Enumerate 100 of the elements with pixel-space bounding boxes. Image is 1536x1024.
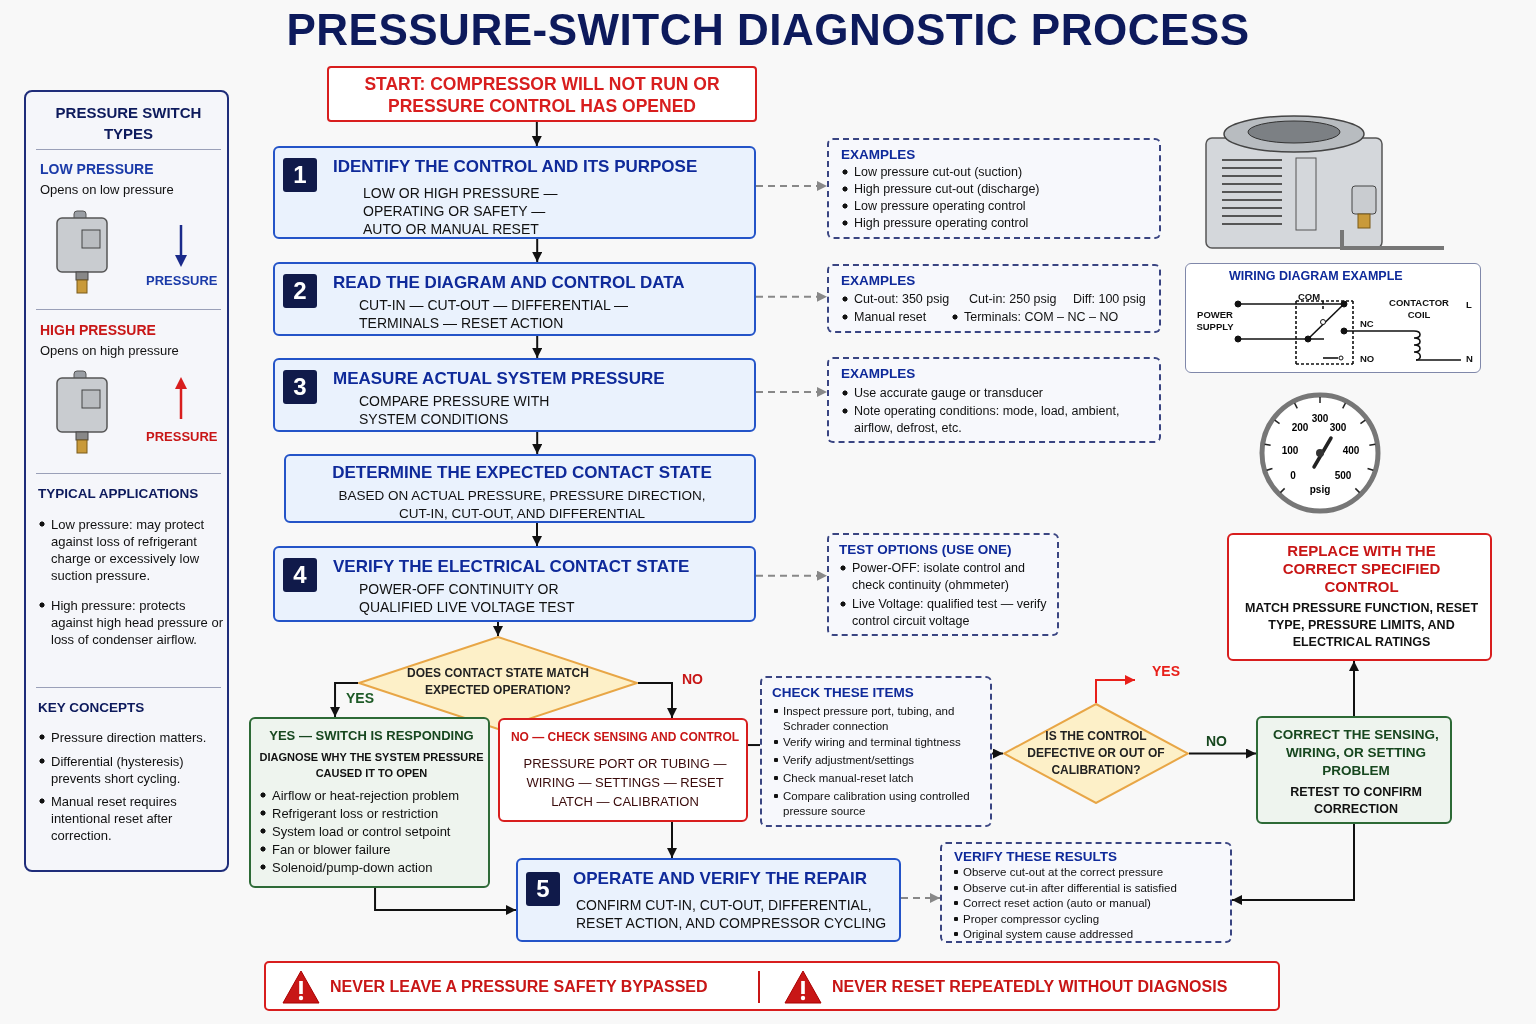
note-heading: TEST OPTIONS (USE ONE) <box>839 541 1013 558</box>
gauge-scale-label: 500 <box>1334 470 1352 481</box>
decision-question: IS THE CONTROL DEFECTIVE OR OUT OF CALIBRATION? <box>1026 728 1166 779</box>
process-box <box>273 262 756 336</box>
note-heading: EXAMPLES <box>841 146 917 163</box>
step-heading: OPERATE AND VERIFY THE REPAIR <box>573 868 869 890</box>
step-number-badge: 1 <box>283 158 317 192</box>
edge-label: YES <box>1150 663 1182 679</box>
wiring-diagram-title: WIRING DIAGRAM EXAMPLE <box>1229 269 1404 284</box>
note-box <box>940 842 1232 943</box>
result-box <box>249 717 490 888</box>
step-description: LOW OR HIGH PRESSURE — OPERATING OR SAFETY — AUTO OR MANUAL RESET <box>363 184 559 238</box>
arrow <box>493 621 503 637</box>
warning-banner <box>264 961 1280 1011</box>
terminal-label: NO <box>1360 353 1376 364</box>
step-heading: DETERMINE THE EXPECTED CONTACT STATE <box>331 462 713 484</box>
step-description: POWER-OFF CONTINUITY OR QUALIFIED LIVE VOLTAGE TEST <box>359 580 576 616</box>
gauge-scale-label: 300 <box>1329 422 1347 433</box>
edge-label: YES <box>344 690 376 706</box>
arrow <box>532 522 542 547</box>
step-heading: IDENTIFY THE CONTROL AND ITS PURPOSE <box>333 156 699 178</box>
section-heading: LOW PRESSURE <box>40 160 155 178</box>
box-heading: YES — SWITCH IS RESPONDING <box>268 727 475 745</box>
terminal-label: COM <box>1298 291 1322 302</box>
arrow <box>532 238 543 263</box>
gauge-scale-label: 200 <box>1291 422 1309 433</box>
note-box <box>827 138 1161 239</box>
box-text: RETEST TO CONFIRM CORRECTION <box>1289 784 1423 818</box>
box-heading: CORRECT THE SENSING, WIRING, OR SETTING PROBLEM <box>1272 726 1440 780</box>
arrow <box>374 887 517 916</box>
gauge-scale-label: 0 <box>1290 470 1296 481</box>
arrow <box>667 821 677 859</box>
note-box <box>760 676 992 827</box>
gauge-scale-label: 100 <box>1281 445 1299 456</box>
arrow <box>330 682 359 718</box>
section-heading: KEY CONCEPTS <box>38 699 146 717</box>
edge-label: NO <box>1204 733 1229 749</box>
section-heading: TYPICAL APPLICATIONS <box>38 485 200 503</box>
terminal-label: L <box>1466 299 1473 310</box>
terminal-label: NC <box>1360 318 1375 329</box>
step-description: CONFIRM CUT-IN, CUT-OUT, DIFFERENTIAL, RESET ACTION, AND COMPRESSOR CYCLING <box>576 896 888 932</box>
process-box <box>516 858 901 942</box>
start-text: START: COMPRESSOR WILL NOT RUN OR PRESSURE CONTROL HAS OPENED <box>363 73 721 117</box>
terminal-label: POWER SUPPLY <box>1195 309 1235 333</box>
step-number-badge: 3 <box>283 370 317 404</box>
arrow <box>1231 823 1355 905</box>
box-heading: NO — CHECK SENSING AND CONTROL <box>509 729 741 746</box>
description-text: Opens on low pressure <box>40 181 175 199</box>
diagram-title: PRESSURE-SWITCH DIAGNOSTIC PROCESS <box>285 4 1251 56</box>
arrow <box>531 121 542 147</box>
decision-diamond <box>1003 703 1189 804</box>
step-description: CUT-IN — CUT-OUT — DIFFERENTIAL — TERMINALS — RESET ACTION <box>359 296 630 332</box>
panel-heading: PRESSURE SWITCH TYPES <box>54 103 203 144</box>
step-number-badge: 5 <box>526 872 560 906</box>
warning-text: NEVER RESET REPEATEDLY WITHOUT DIAGNOSIS <box>832 977 1229 997</box>
step-heading: MEASURE ACTUAL SYSTEM PRESSURE <box>333 368 666 390</box>
box-heading: REPLACE WITH THE CORRECT SPECIFIED CONTROL <box>1281 542 1442 596</box>
step-number-badge: 2 <box>283 274 317 308</box>
note-box <box>827 533 1059 636</box>
arrow <box>1188 748 1257 759</box>
note-heading: EXAMPLES <box>841 365 917 382</box>
note-heading: CHECK THESE ITEMS <box>772 684 915 701</box>
dashed-arrow <box>900 893 941 903</box>
arrow <box>532 431 543 455</box>
note-heading: VERIFY THESE RESULTS <box>954 848 1119 865</box>
step-heading: READ THE DIAGRAM AND CONTROL DATA <box>333 272 686 294</box>
section-heading: HIGH PRESSURE <box>40 321 157 339</box>
connector-line <box>747 744 761 747</box>
pressure-label: PRESSURE <box>146 429 219 445</box>
dashed-arrow <box>755 181 828 191</box>
process-box <box>284 454 756 523</box>
note-box <box>827 357 1161 443</box>
note-heading: EXAMPLES <box>841 272 917 289</box>
pressure-label: PRESSURE <box>146 273 219 289</box>
arrow <box>532 335 543 359</box>
description-text: Opens on high pressure <box>40 342 180 360</box>
terminal-label: CONTACTOR COIL <box>1388 297 1450 321</box>
result-box <box>498 718 748 822</box>
action-box <box>1227 533 1492 661</box>
step-description: COMPARE PRESSURE WITH SYSTEM CONDITIONS <box>359 392 551 428</box>
info-panel <box>24 90 229 872</box>
start-box <box>327 66 757 122</box>
action-box <box>1256 716 1452 824</box>
box-text: MATCH PRESSURE FUNCTION, RESET TYPE, PRESSURE LIMITS, AND ELECTRICAL RATINGS <box>1243 600 1480 651</box>
dashed-arrow <box>755 387 828 398</box>
note-box <box>827 264 1161 333</box>
process-box <box>273 358 756 432</box>
dashed-arrow <box>755 291 828 302</box>
box-text: BASED ON ACTUAL PRESSURE, PRESSURE DIRECTION, CUT-IN, CUT-OUT, AND DIFFERENTIAL <box>337 487 707 523</box>
process-box <box>273 546 756 622</box>
arrow <box>1095 675 1136 704</box>
arrow <box>637 682 677 719</box>
gauge-scale-label: 400 <box>1342 445 1360 456</box>
decision-question: DOES CONTACT STATE MATCH EXPECTED OPERATION? <box>406 665 590 699</box>
edge-label: NO <box>680 671 705 687</box>
terminal-label: N <box>1466 353 1474 364</box>
warning-text: NEVER LEAVE A PRESSURE SAFETY BYPASSED <box>330 977 709 997</box>
wiring-diagram-panel <box>1185 263 1481 373</box>
box-text: PRESSURE PORT OR TUBING — WIRING — SETTINGS — RESET LATCH — CALIBRATION <box>522 755 728 811</box>
process-box <box>273 146 756 239</box>
